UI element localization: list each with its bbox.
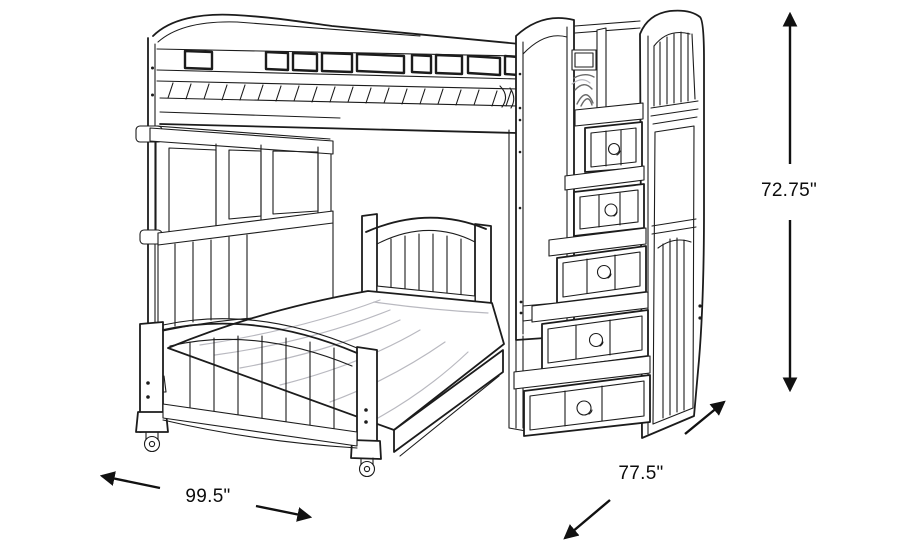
stair-drawer [523,374,651,437]
tower-arch-slats [653,31,696,107]
bed-side-rail [393,349,504,453]
hutch-opening [168,147,217,233]
top-mattress-edge [159,82,519,109]
caster-wheel [358,457,376,478]
top-bunk-pillow [571,27,607,109]
depth-dimension-arrow [563,400,726,540]
bed-frame-edge [399,375,500,457]
tower-beadboard-arch [652,125,695,425]
drawer-knob [604,203,618,217]
stair-tower-panel [639,9,705,439]
stair-tread [531,291,649,323]
stair-tread [564,165,645,191]
footboard-bottom-rail [162,403,358,447]
storage-stairs [508,102,651,437]
drawer-knob [607,142,621,156]
depth-dimension-label: 77.5" [618,463,664,484]
width-dimension-label: 99.5" [185,486,231,507]
stair-drawer [573,183,645,237]
stair-tread [548,227,647,257]
loft-desk-hutch [135,125,334,333]
height-dimension-label: 72.75" [760,180,818,201]
stair-rail-post [596,27,607,109]
caster-wheel [143,431,161,453]
stair-drawer [541,309,649,371]
lower-bed-footboard [135,318,382,478]
bunk-bottom-edge [159,123,518,134]
top-bunk [143,13,521,393]
hutch-opening [272,150,319,215]
hutch-opening [228,149,262,220]
landing-rail [574,102,644,127]
hutch-lower-rail [157,210,334,246]
stair-tread [513,355,651,390]
drawer-knob [588,332,604,348]
back-rail-edge [574,20,641,34]
hutch-shelf [149,127,334,155]
bunk-frame-lip [159,111,341,119]
width-dimension-arrow [99,471,313,522]
drawer-knob [596,264,612,280]
stair-drawer [584,121,643,173]
drawer-knob [576,400,592,416]
guard-rail [152,13,521,90]
